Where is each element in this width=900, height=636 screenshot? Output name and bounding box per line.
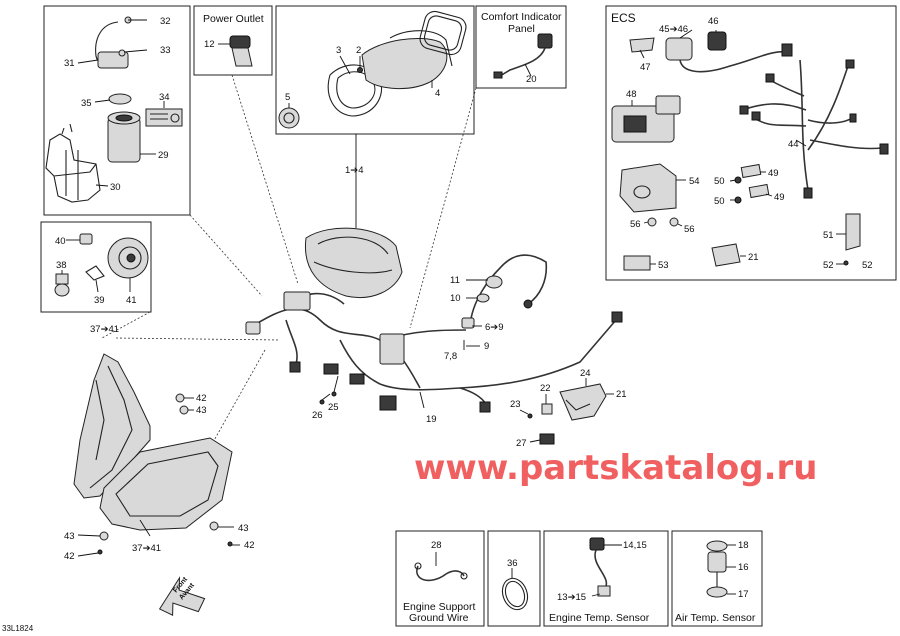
callout-21-main: 21 bbox=[616, 389, 627, 400]
headlight-assembly bbox=[73, 353, 240, 557]
callout-11: 11 bbox=[450, 275, 460, 286]
callout-27: 27 bbox=[516, 438, 527, 449]
callout-56b: 56 bbox=[684, 224, 695, 235]
callout-33: 33 bbox=[160, 45, 171, 56]
callout-37-41-top: 37➔41 bbox=[90, 324, 119, 335]
callout-51: 51 bbox=[823, 230, 834, 241]
air-temp-title: Air Temp. Sensor bbox=[675, 612, 756, 624]
engine-support-title-1: Engine Support bbox=[403, 601, 475, 613]
callout-50b: 50 bbox=[714, 196, 725, 207]
comfort-indicator-title-1: Comfort Indicator bbox=[481, 11, 562, 23]
callout-40: 40 bbox=[55, 236, 66, 247]
watermark-text: www.partskatalog.ru bbox=[414, 448, 818, 488]
power-outlet-box bbox=[193, 5, 273, 76]
callout-23: 23 bbox=[510, 399, 521, 410]
comfort-indicator-title-2: Panel bbox=[508, 23, 535, 35]
callout-13-15: 13➔15 bbox=[557, 592, 586, 603]
callout-34: 34 bbox=[159, 92, 170, 103]
callout-28: 28 bbox=[431, 540, 442, 551]
drawing-code: 33L1824 bbox=[2, 624, 34, 633]
callout-45-46: 45➔46 bbox=[659, 24, 688, 35]
callout-10: 10 bbox=[450, 293, 461, 304]
callout-36: 36 bbox=[507, 558, 518, 569]
callout-20: 20 bbox=[526, 74, 537, 85]
callout-53: 53 bbox=[658, 260, 669, 271]
front-arrow-icon bbox=[158, 576, 206, 617]
callout-14-15: 14,15 bbox=[623, 540, 647, 551]
callout-18: 18 bbox=[738, 540, 749, 551]
callout-9: 9 bbox=[484, 341, 489, 352]
callout-19: 19 bbox=[426, 414, 437, 425]
callout-39: 39 bbox=[94, 295, 105, 306]
callout-35: 35 bbox=[81, 98, 92, 109]
callout-12: 12 bbox=[204, 39, 215, 50]
power-outlet-title: Power Outlet bbox=[203, 13, 264, 25]
callout-30: 30 bbox=[110, 182, 121, 193]
callout-21-ecs: 21 bbox=[748, 252, 759, 263]
callout-22: 22 bbox=[540, 383, 551, 394]
callout-43-left: 43 bbox=[64, 531, 75, 542]
callout-50a: 50 bbox=[714, 176, 725, 187]
callout-31: 31 bbox=[64, 58, 75, 69]
callout-42-upper: 42 bbox=[196, 393, 207, 404]
bracket-group bbox=[519, 378, 614, 445]
callout-25: 25 bbox=[328, 402, 339, 413]
comfort-indicator-box bbox=[475, 5, 567, 89]
main-harness bbox=[245, 227, 623, 413]
callout-46: 46 bbox=[708, 16, 719, 27]
callout-49a: 49 bbox=[768, 168, 779, 179]
ecs-box bbox=[605, 5, 897, 281]
headlight-bulb-box bbox=[40, 221, 152, 313]
air-temp-box bbox=[671, 530, 763, 627]
callout-6-9: 6➔9 bbox=[485, 322, 504, 333]
fuse-battery-box bbox=[43, 5, 191, 216]
callout-52a: 52 bbox=[823, 260, 834, 271]
cluster-box bbox=[275, 5, 475, 135]
engine-temp-box bbox=[543, 530, 669, 627]
callout-3: 3 bbox=[336, 45, 341, 56]
callout-38: 38 bbox=[56, 260, 67, 271]
callout-32: 32 bbox=[160, 16, 171, 27]
callout-47: 47 bbox=[640, 62, 651, 73]
dashed-leaders bbox=[101, 74, 477, 445]
callout-44: 44 bbox=[788, 139, 799, 150]
callout-16: 16 bbox=[738, 562, 749, 573]
callout-17: 17 bbox=[738, 589, 749, 600]
callout-37-41-bottom: 37➔41 bbox=[132, 543, 161, 554]
callout-26: 26 bbox=[312, 410, 323, 421]
callout-29: 29 bbox=[158, 150, 169, 161]
callout-41: 41 bbox=[126, 295, 137, 306]
callout-43-upper: 43 bbox=[196, 405, 207, 416]
callout-2: 2 bbox=[356, 45, 361, 56]
callout-54: 54 bbox=[689, 176, 700, 187]
callout-48: 48 bbox=[626, 89, 637, 100]
callout-7-8: 7,8 bbox=[444, 351, 457, 362]
callout-56a: 56 bbox=[630, 219, 641, 230]
callout-42-right: 42 bbox=[244, 540, 255, 551]
callout-1-4: 1➔4 bbox=[345, 165, 364, 176]
callout-5: 5 bbox=[285, 92, 290, 103]
callout-52b: 52 bbox=[862, 260, 873, 271]
engine-temp-title: Engine Temp. Sensor bbox=[549, 612, 650, 624]
callout-49b: 49 bbox=[774, 192, 785, 203]
engine-support-title-2: Ground Wire bbox=[409, 612, 469, 624]
callout-42-left: 42 bbox=[64, 551, 75, 562]
callout-4: 4 bbox=[435, 88, 440, 99]
clamp-box bbox=[487, 530, 541, 627]
ecs-title: ECS bbox=[611, 11, 636, 25]
callout-43-right: 43 bbox=[238, 523, 249, 534]
callout-24: 24 bbox=[580, 368, 591, 379]
engine-support-box bbox=[395, 530, 485, 627]
